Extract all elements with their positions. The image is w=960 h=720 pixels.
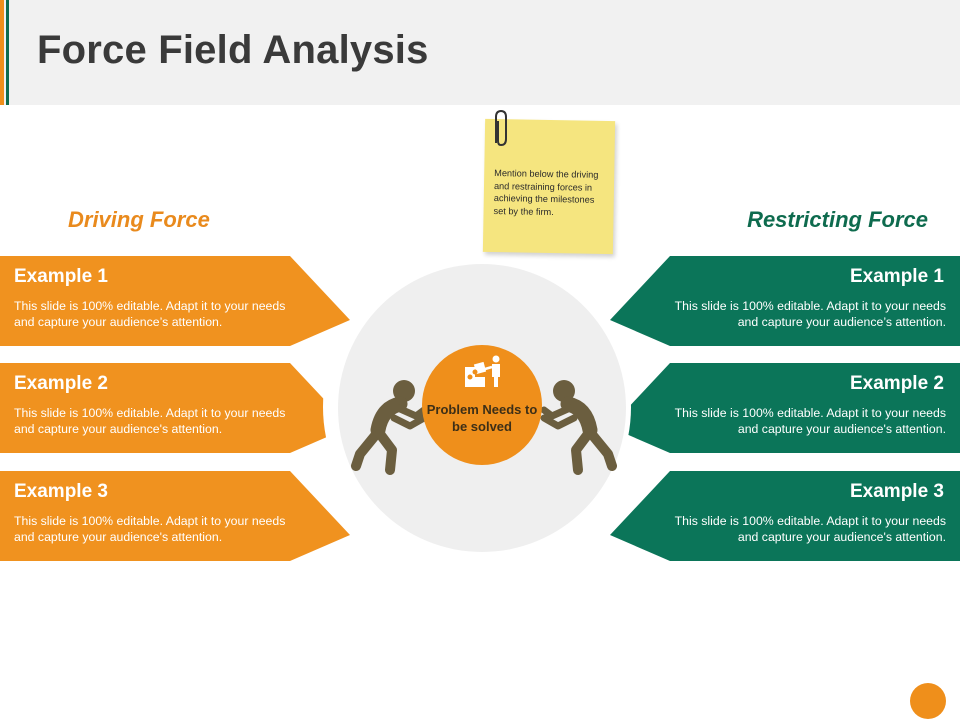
driving-force-item-3: Example 3 This slide is 100% editable. A… (0, 471, 350, 561)
restricting-item-title: Example 2 (850, 373, 944, 394)
sticky-note-text: Mention below the driving and restrainin… (493, 168, 599, 217)
driving-item-text: This slide is 100% editable. Adapt it to… (14, 299, 286, 329)
pushing-person-right-icon (540, 380, 617, 475)
driving-force-heading: Driving Force (68, 207, 210, 232)
driving-force-item-1: Example 1 This slide is 100% editable. A… (0, 256, 350, 346)
puzzle-worker-icon (465, 355, 500, 387)
restricting-force-item-3: Example 3 This slide is 100% editable. A… (610, 471, 960, 561)
driving-item-text: This slide is 100% editable. Adapt it to… (14, 514, 286, 544)
driving-item-text: This slide is 100% editable. Adapt it to… (14, 406, 286, 436)
page-title: Force Field Analysis (37, 28, 429, 72)
restricting-item-text: This slide is 100% editable. Adapt it to… (674, 299, 946, 329)
problem-text: Problem Needs to be solved (426, 402, 538, 434)
paperclip-icon (495, 109, 507, 147)
driving-item-title: Example 1 (14, 266, 108, 287)
restricting-item-text: This slide is 100% editable. Adapt it to… (674, 406, 946, 436)
problem-circle: Problem Needs to be solved (422, 345, 542, 465)
driving-force-item-2: Example 2 This slide is 100% editable. A… (0, 363, 350, 453)
restricting-force-item-2: Example 2 This slide is 100% editable. A… (610, 363, 960, 453)
restricting-force-heading: Restricting Force (747, 207, 928, 232)
accent-stripe-orange (0, 0, 4, 105)
driving-item-title: Example 3 (14, 481, 108, 502)
accent-stripe-green (6, 0, 9, 105)
restricting-item-text: This slide is 100% editable. Adapt it to… (674, 514, 946, 544)
restricting-item-title: Example 1 (850, 266, 944, 287)
restricting-item-title: Example 3 (850, 481, 944, 502)
decorative-dot (910, 683, 946, 719)
restricting-force-item-1: Example 1 This slide is 100% editable. A… (610, 256, 960, 346)
header-bar: Force Field Analysis (0, 0, 960, 105)
driving-item-title: Example 2 (14, 373, 108, 394)
pushing-person-left-icon (351, 380, 428, 475)
